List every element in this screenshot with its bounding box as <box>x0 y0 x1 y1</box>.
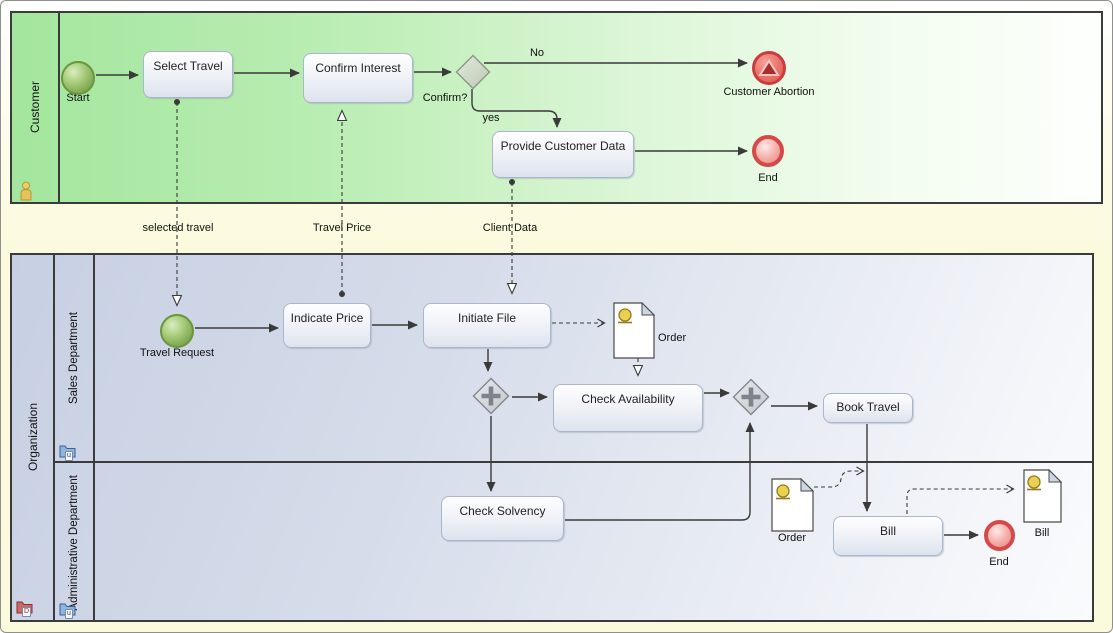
signal-triangle-icon <box>758 59 780 76</box>
lane-admin-header[interactable]: Administrative Department <box>55 463 93 622</box>
task-book-travel[interactable]: Book Travel <box>823 393 913 423</box>
seal-icon <box>618 308 632 322</box>
parallel-gateway-split[interactable] <box>472 377 510 415</box>
assoc-order-to-billflow[interactable] <box>814 466 865 488</box>
pool-customer-header-divider <box>58 13 60 202</box>
branch-no-label: No <box>529 47 545 59</box>
flow-yes-to-provide-data[interactable] <box>471 89 562 128</box>
seal-icon <box>1027 475 1041 489</box>
task-check-availability[interactable]: Check Availability <box>553 384 703 432</box>
assoc-bill-to-billdoc[interactable] <box>906 484 1015 514</box>
data-object-order-admin[interactable] <box>771 478 814 532</box>
lane-boundary-sales-admin <box>53 461 1092 463</box>
parallel-gateway-join[interactable] <box>732 378 770 416</box>
gateway-confirm-label: Confirm? <box>422 92 468 104</box>
task-provide-customer-data[interactable]: Provide Customer Data <box>492 131 634 178</box>
flow-checksolvency-to-gateway2[interactable] <box>565 422 755 521</box>
customer-abortion-label: Customer Abortion <box>723 86 815 98</box>
end-event-customer-abortion[interactable] <box>752 51 786 85</box>
pool-organization[interactable]: Organization D Sales Department u Admini… <box>10 253 1094 622</box>
start-event-label: Start <box>66 92 90 104</box>
travel-request-label: Travel Request <box>139 347 215 359</box>
gateway-confirm[interactable] <box>455 54 491 90</box>
plus-icon <box>481 386 501 406</box>
order-sales-label: Order <box>658 332 687 344</box>
task-bill[interactable]: Bill <box>833 516 943 556</box>
plus-icon <box>741 387 761 407</box>
pool-customer-header[interactable]: Customer <box>12 13 58 202</box>
end-event-customer[interactable] <box>752 135 784 167</box>
admin-folder-badge: u <box>65 609 73 619</box>
message-label-selected-travel: selected travel <box>142 222 214 234</box>
pool-customer-label: Customer <box>28 81 42 134</box>
start-event-travel-request[interactable] <box>160 314 194 348</box>
bill-doc-label: Bill <box>1034 527 1050 539</box>
data-object-order-sales[interactable] <box>613 302 655 359</box>
branch-yes-label: yes <box>482 112 500 124</box>
start-event-customer[interactable] <box>61 61 95 95</box>
pool-organization-header[interactable]: Organization <box>12 255 53 620</box>
data-object-bill[interactable] <box>1023 469 1062 523</box>
end-event-customer-label: End <box>758 172 778 184</box>
seal-icon <box>776 484 790 498</box>
sales-folder-badge: u <box>65 451 73 461</box>
task-confirm-interest[interactable]: Confirm Interest <box>303 53 413 103</box>
lane-sales-header[interactable]: Sales Department <box>55 255 93 461</box>
end-event-admin[interactable] <box>984 520 1015 551</box>
task-select-travel[interactable]: Select Travel <box>143 51 233 98</box>
org-folder-badge: D <box>22 607 32 617</box>
pool-organization-label: Organization <box>25 403 40 472</box>
lane-header-divider <box>93 255 95 620</box>
pool-org-header-divider <box>53 255 55 620</box>
end-event-admin-label: End <box>989 556 1009 568</box>
order-admin-label: Order <box>777 532 807 544</box>
lane-admin-label: Administrative Department <box>68 474 80 611</box>
message-label-client-data: Client Data <box>482 222 538 234</box>
lane-sales-label: Sales Department <box>68 311 80 405</box>
task-indicate-price[interactable]: Indicate Price <box>283 303 371 348</box>
task-initiate-file[interactable]: Initiate File <box>423 303 551 348</box>
message-label-travel-price: Travel Price <box>312 222 372 234</box>
task-check-solvency[interactable]: Check Solvency <box>441 496 564 541</box>
person-icon <box>20 181 32 201</box>
